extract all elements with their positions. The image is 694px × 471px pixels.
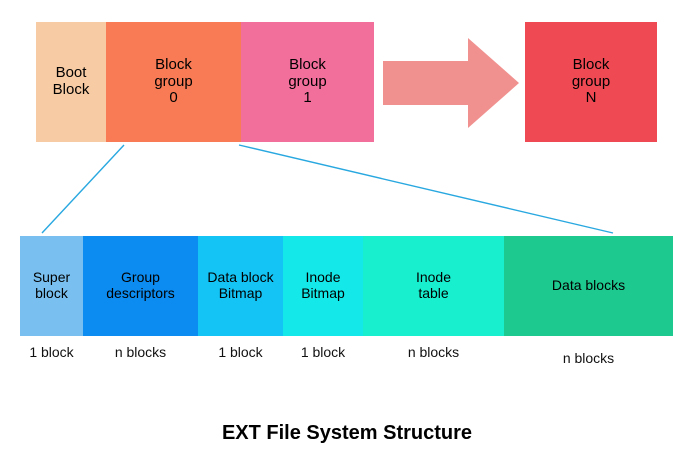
inode-bitmap-size-label: 1 block <box>300 344 346 360</box>
figure-title: EXT File System Structure <box>221 422 473 444</box>
group-descriptors-segment: Group descriptors <box>83 236 198 336</box>
data-blocks-segment: Data blocks <box>504 236 673 336</box>
data-blocks-size-label: n blocks <box>562 350 615 366</box>
data-block-bitmap-size-label: 1 block <box>218 344 263 360</box>
inode-table-segment: Inode table <box>363 236 504 336</box>
data-block-bitmap-segment: Data block Bitmap <box>198 236 283 336</box>
right-arrow-icon <box>383 38 519 128</box>
block-group-0-box: Block group 0 <box>106 22 241 142</box>
connector-line-left <box>41 144 125 234</box>
super-block-segment: Super block <box>20 236 83 336</box>
inode-bitmap-segment: Inode Bitmap <box>283 236 363 336</box>
group-descriptors-size-label: n blocks <box>114 344 167 360</box>
super-block-size-label: 1 block <box>29 344 74 360</box>
connector-line-right <box>238 144 614 234</box>
boot-block-box: Boot Block <box>36 22 106 142</box>
block-group-n-box: Block group N <box>525 22 657 142</box>
inode-table-size-label: n blocks <box>407 344 460 360</box>
block-group-1-box: Block group 1 <box>241 22 374 142</box>
